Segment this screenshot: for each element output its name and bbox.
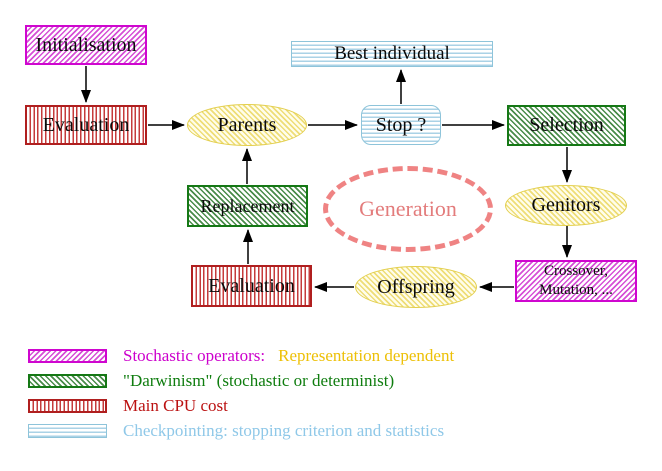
legend-row-stochastic-operators: Stochastic operators: Representation depe…: [28, 346, 454, 366]
generation-loop-label: Generation: [359, 196, 457, 222]
node-crossover-label-line1: Crossover,: [544, 263, 608, 280]
generation-loop-ellipse: Generation: [323, 166, 493, 252]
node-offspring: Offspring: [355, 266, 477, 308]
legend-swatch-stochastic-operators: [28, 349, 107, 363]
legend-swatch-darwinism: [28, 374, 107, 388]
node-evaluation-top: Evaluation: [25, 105, 147, 145]
node-selection-label: Selection: [529, 114, 604, 136]
node-initialisation-label: Initialisation: [35, 33, 137, 56]
node-offspring-label: Offspring: [377, 275, 455, 298]
node-evaluation-bottom-label: Evaluation: [208, 274, 295, 297]
node-parents-label: Parents: [217, 113, 277, 136]
legend-row-main-cpu-cost: Main CPU cost: [28, 396, 228, 415]
legend-text-stochastic-secondary: Representation dependent: [278, 346, 455, 365]
node-genitors: Genitors: [505, 185, 627, 226]
node-replacement: Replacement: [187, 185, 308, 227]
legend-row-checkpointing: Checkpointing: stopping criterion and st…: [28, 421, 445, 440]
node-evaluation-bottom: Evaluation: [191, 265, 312, 307]
legend-text-stochastic-operators: Stochastic operators: Representation depe…: [123, 346, 454, 366]
node-genitors-label: Genitors: [531, 194, 601, 216]
node-best-individual: Best individual: [291, 41, 493, 67]
legend-swatch-main-cpu-cost: [28, 399, 107, 413]
legend-row-darwinism: "Darwinism" (stochastic or determinist): [28, 371, 395, 390]
legend-text-stochastic-primary: Stochastic operators:: [123, 346, 266, 365]
legend-text-darwinism: "Darwinism" (stochastic or determinist): [123, 371, 395, 390]
node-stop-label: Stop ?: [375, 113, 427, 136]
node-parents: Parents: [187, 104, 307, 146]
node-evaluation-top-label: Evaluation: [42, 113, 130, 136]
node-replacement-label: Replacement: [200, 195, 295, 216]
node-stop: Stop ?: [361, 105, 441, 145]
node-crossover-mutation: Crossover, Mutation, ...: [515, 260, 637, 302]
legend-text-checkpointing: Checkpointing: stopping criterion and st…: [123, 421, 445, 440]
node-best-individual-label: Best individual: [334, 43, 450, 65]
node-selection: Selection: [507, 105, 626, 146]
legend-text-main-cpu-cost: Main CPU cost: [123, 396, 228, 415]
node-crossover-label-line2: Mutation, ...: [539, 282, 613, 298]
node-initialisation: Initialisation: [25, 25, 147, 65]
legend-swatch-checkpointing: [28, 424, 107, 438]
